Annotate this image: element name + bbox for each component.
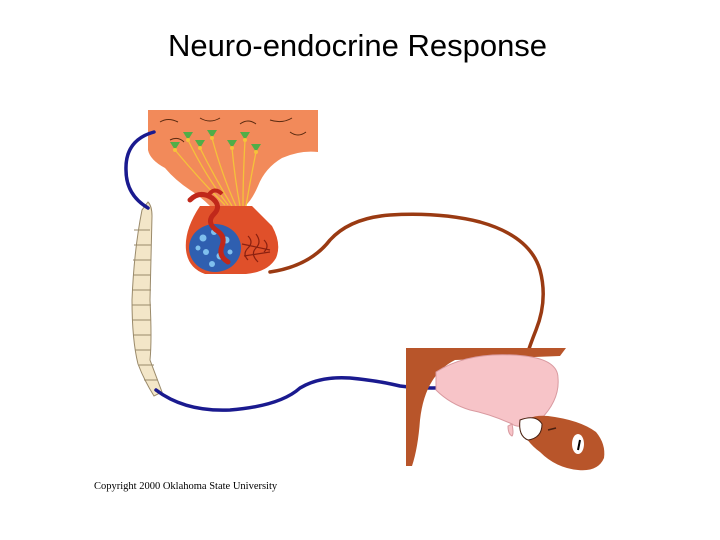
copyright-notice: Copyright 2000 Oklahoma State University bbox=[94, 481, 278, 492]
pituitary-gland-illustration bbox=[185, 188, 279, 274]
neuron-cluster bbox=[170, 130, 261, 207]
slide-title: Neuro-endocrine Response bbox=[167, 28, 548, 63]
hormone-pathway bbox=[268, 212, 545, 360]
calf-head-illustration bbox=[519, 415, 605, 471]
spinal-cord-illustration bbox=[131, 201, 163, 397]
